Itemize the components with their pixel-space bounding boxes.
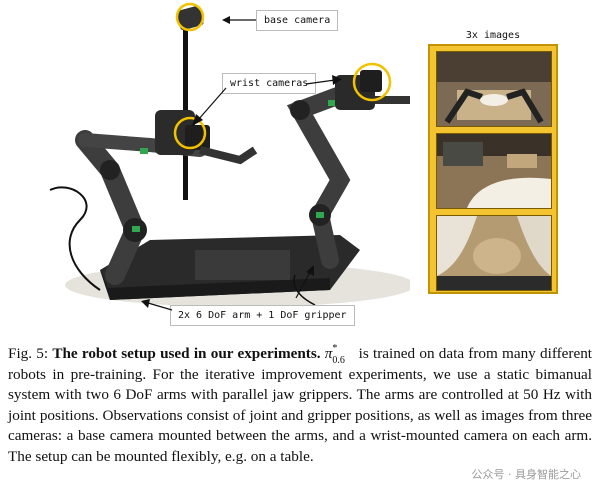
figure-caption: Fig. 5: The robot setup used in our expe…: [8, 343, 593, 468]
wrist-cameras-label: wrist cameras: [222, 73, 317, 94]
wrist-cameras-arrows: [192, 75, 342, 126]
robot-photo: [49, 2, 410, 307]
left-wrist-image: [436, 133, 552, 209]
camera-images-panel: [428, 44, 558, 294]
watermark: 公众号 · 具身智能之心: [471, 468, 582, 481]
caption-body: is trained on data from many different r…: [8, 345, 593, 465]
pi-symbol: π: [324, 345, 333, 362]
arm-spec-arrow: [141, 299, 173, 311]
figure: base camera wrist cameras 2x 6 DoF arm +…: [49, 2, 558, 326]
base-camera-image: [436, 51, 552, 127]
fig-label: Fig. 5:: [8, 345, 49, 362]
pi-scripts: *0.6: [332, 343, 354, 366]
table-arrow: [295, 265, 314, 299]
pi-subscript: 0.6: [332, 355, 345, 366]
pi-superscript: *: [332, 343, 338, 354]
images-title: 3x images: [465, 30, 521, 41]
caption-title: The robot setup used in our experiments.: [52, 345, 321, 362]
base-camera-label: base camera: [256, 10, 339, 31]
arm-spec-label: 2x 6 DoF arm + 1 DoF gripper: [170, 305, 355, 326]
right-wrist-image: [436, 215, 552, 291]
base-camera-arrow: [222, 16, 256, 24]
